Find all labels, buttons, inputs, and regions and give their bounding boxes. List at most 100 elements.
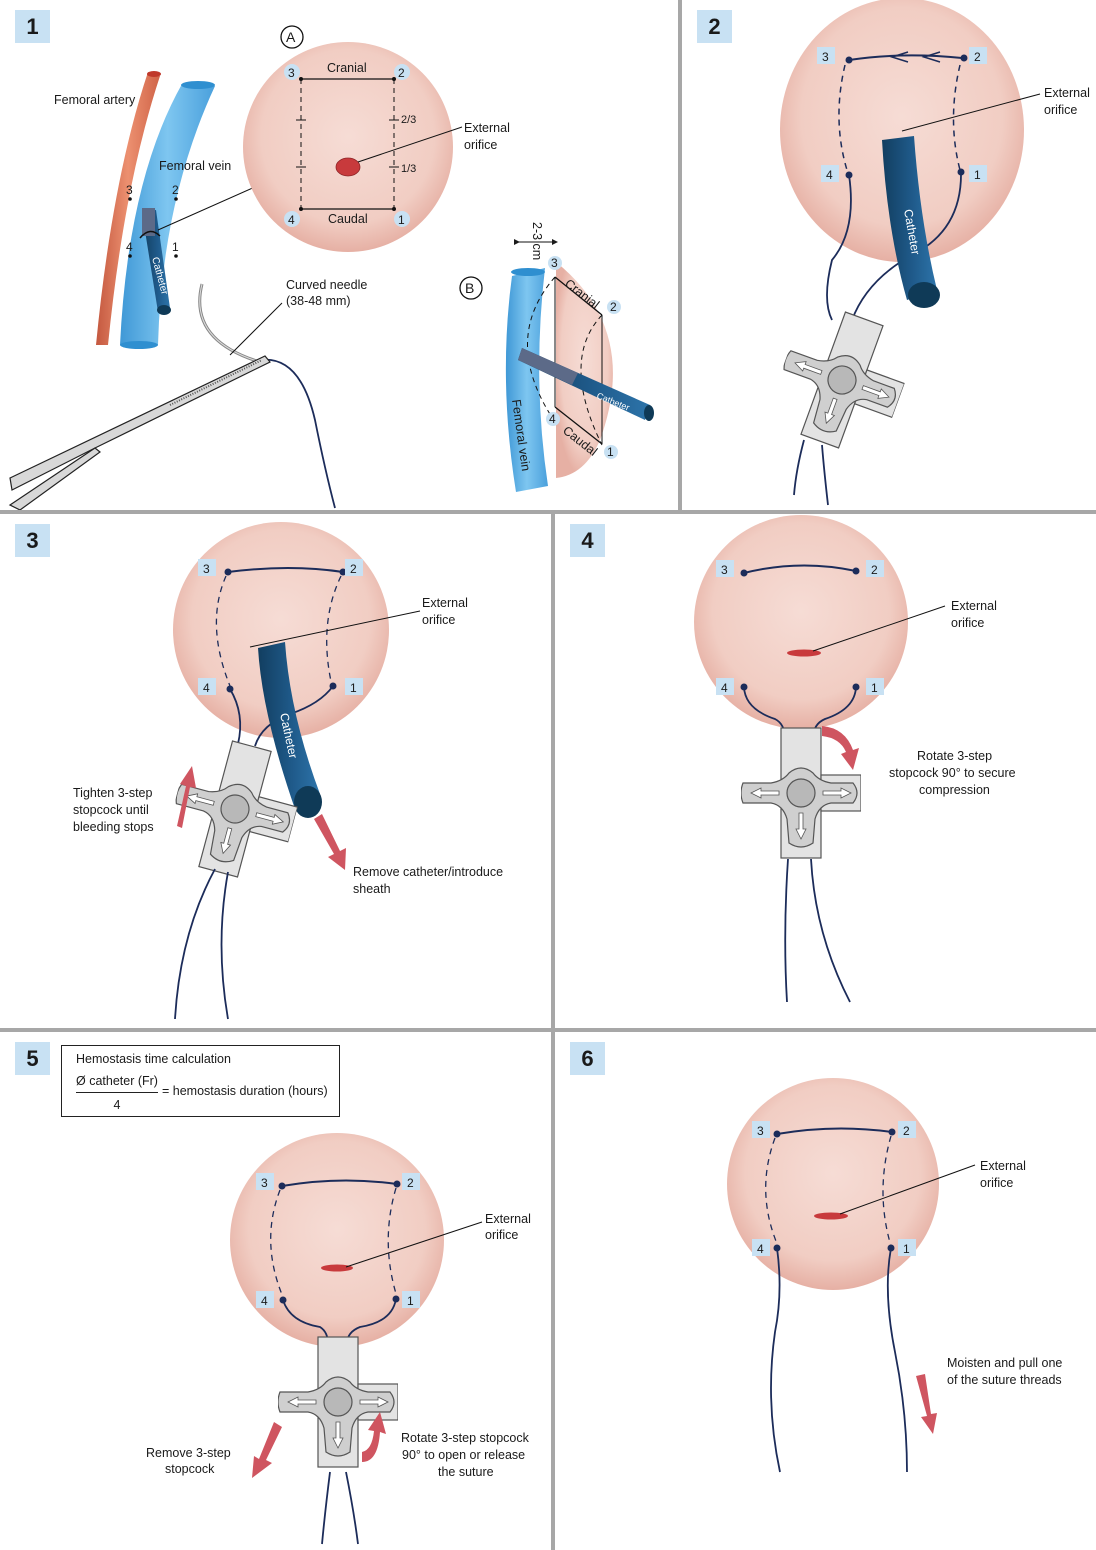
external-orifice-label-1: External	[980, 1159, 1026, 1173]
external-orifice-label-2: orifice	[1044, 103, 1077, 117]
inset-a-label: A	[286, 29, 296, 45]
rotate-label-2: stopcock 90° to secure	[889, 766, 1016, 780]
formula-denominator: 4	[113, 1098, 121, 1112]
point-1: 1	[398, 213, 405, 227]
skin-area	[243, 42, 453, 252]
external-orifice-label-1: External	[951, 599, 997, 613]
caudal-label: Caudal	[328, 212, 368, 226]
point-3: 3	[203, 562, 210, 576]
curved-needle-label-1: Curved needle	[286, 278, 367, 292]
rotate-release-label-1: Rotate 3-step stopcock	[401, 1431, 530, 1445]
rotate-release-label-3: the suture	[438, 1465, 494, 1479]
formula-numerator: Ø catheter (Fr)	[76, 1074, 158, 1088]
skin-area	[694, 515, 908, 729]
step-badge: 3	[15, 524, 50, 557]
pull-arrow	[916, 1374, 937, 1434]
point-3: 3	[721, 563, 728, 577]
pull-thread-label-2: of the suture threads	[947, 1373, 1062, 1387]
skin-area	[727, 1078, 939, 1290]
point-4: 4	[721, 681, 728, 695]
femoral-vein-label: Femoral vein	[159, 159, 231, 173]
horizontal-divider-1	[0, 510, 1096, 514]
external-orifice-label-1: External	[485, 1212, 531, 1226]
catheter	[258, 642, 320, 809]
step-badge: 1	[15, 10, 50, 43]
femoral-vein	[120, 84, 215, 345]
panel-step-4: 4 3 2 4 1 External orifice Rotate 3-step…	[555, 514, 1096, 1028]
external-orifice-label-2: orifice	[422, 613, 455, 627]
stopcock	[278, 1336, 398, 1468]
section-point-1: 1	[607, 445, 614, 459]
horizontal-divider-2	[0, 1028, 1096, 1032]
point-4: 4	[203, 681, 210, 695]
remove-arrow	[314, 814, 346, 870]
point-4: 4	[261, 1294, 268, 1308]
hemostasis-formula-box: Hemostasis time calculation Ø catheter (…	[61, 1045, 340, 1117]
suture-thread-left	[770, 1247, 781, 1473]
external-orifice-label-2: orifice	[464, 138, 497, 152]
point-3: 3	[822, 50, 829, 64]
step-badge: 4	[570, 524, 605, 557]
point-2: 2	[974, 50, 981, 64]
rotate-label-3: compression	[919, 783, 990, 797]
point-3: 3	[261, 1176, 268, 1190]
rotate-label-1: Rotate 3-step	[917, 749, 992, 763]
remove-catheter-label-1: Remove catheter/introduce	[353, 865, 503, 879]
pull-thread-label-1: Moisten and pull one	[947, 1356, 1062, 1370]
panel-step-3: 3 3 2 4 1 Catheter External orifice Tigh…	[0, 514, 551, 1028]
two-thirds-label: 2/3	[401, 114, 416, 126]
external-orifice	[335, 157, 361, 177]
external-orifice	[321, 1264, 353, 1272]
step-5-illustration: 3 2 4 1 External orifice Remove 3-step s…	[146, 1133, 531, 1545]
tighten-arrow	[177, 766, 196, 828]
stopcock	[741, 727, 861, 859]
external-orifice-label-1: External	[1044, 86, 1090, 100]
remove-stopcock-arrow	[252, 1422, 282, 1478]
vein-point-4: 4	[126, 240, 133, 254]
remove-stopcock-label-2: stopcock	[165, 1462, 215, 1476]
point-2: 2	[407, 1176, 414, 1190]
external-orifice-label-2: orifice	[485, 1228, 518, 1242]
external-orifice-label-2: orifice	[980, 1176, 1013, 1190]
remove-stopcock-label-1: Remove 3-step	[146, 1446, 231, 1460]
step-2-illustration: 3 2 4 1 Catheter External orifice	[762, 0, 1090, 506]
section-point-3: 3	[551, 256, 558, 270]
step-badge: 5	[15, 1042, 50, 1075]
point-2: 2	[903, 1124, 910, 1138]
step-1-illustration: Catheter 3 2 4 1 Femoral artery Femoral …	[8, 25, 654, 510]
needle-holder	[9, 355, 271, 491]
section-point-4: 4	[549, 412, 556, 426]
panel-step-1: 1 Catheter 3 2 4 1 Femoral artery Femora…	[0, 0, 678, 510]
panel-step-2: 2 3 2 4 1 Catheter External orifice	[682, 0, 1096, 510]
step-badge: 2	[697, 10, 732, 43]
one-third-label: 1/3	[401, 163, 416, 175]
point-3: 3	[288, 66, 295, 80]
panel-step-6: 6 3 2 4 1 External orifice Moisten and p…	[555, 1032, 1096, 1550]
external-orifice	[787, 649, 821, 657]
point-2: 2	[871, 563, 878, 577]
vein-point-1: 1	[172, 240, 179, 254]
point-4: 4	[757, 1242, 764, 1256]
external-orifice-label-2: orifice	[951, 616, 984, 630]
point-1: 1	[871, 681, 878, 695]
step-4-illustration: 3 2 4 1 External orifice Rotate 3-step s…	[694, 515, 1016, 1003]
point-1: 1	[974, 168, 981, 182]
section-point-2: 2	[610, 300, 617, 314]
distance-label: 2-3 cm	[530, 222, 544, 260]
formula-result: = hemostasis duration (hours)	[162, 1084, 328, 1098]
vertical-divider-top	[678, 0, 682, 512]
point-4: 4	[288, 213, 295, 227]
curved-needle	[198, 283, 261, 364]
point-2: 2	[350, 562, 357, 576]
fraction-bar	[76, 1092, 158, 1093]
femoral-vein-section	[505, 268, 548, 492]
cranial-label: Cranial	[327, 61, 367, 75]
formula-title: Hemostasis time calculation	[76, 1052, 231, 1066]
panel-step-5: 5 Hemostasis time calculation Ø catheter…	[0, 1032, 551, 1550]
step-3-illustration: 3 2 4 1 Catheter External orifice Tighte…	[73, 522, 503, 1020]
catheter	[882, 136, 937, 300]
point-4: 4	[826, 168, 833, 182]
point-3: 3	[757, 1124, 764, 1138]
point-1: 1	[903, 1242, 910, 1256]
tighten-label-1: Tighten 3-step	[73, 786, 152, 800]
